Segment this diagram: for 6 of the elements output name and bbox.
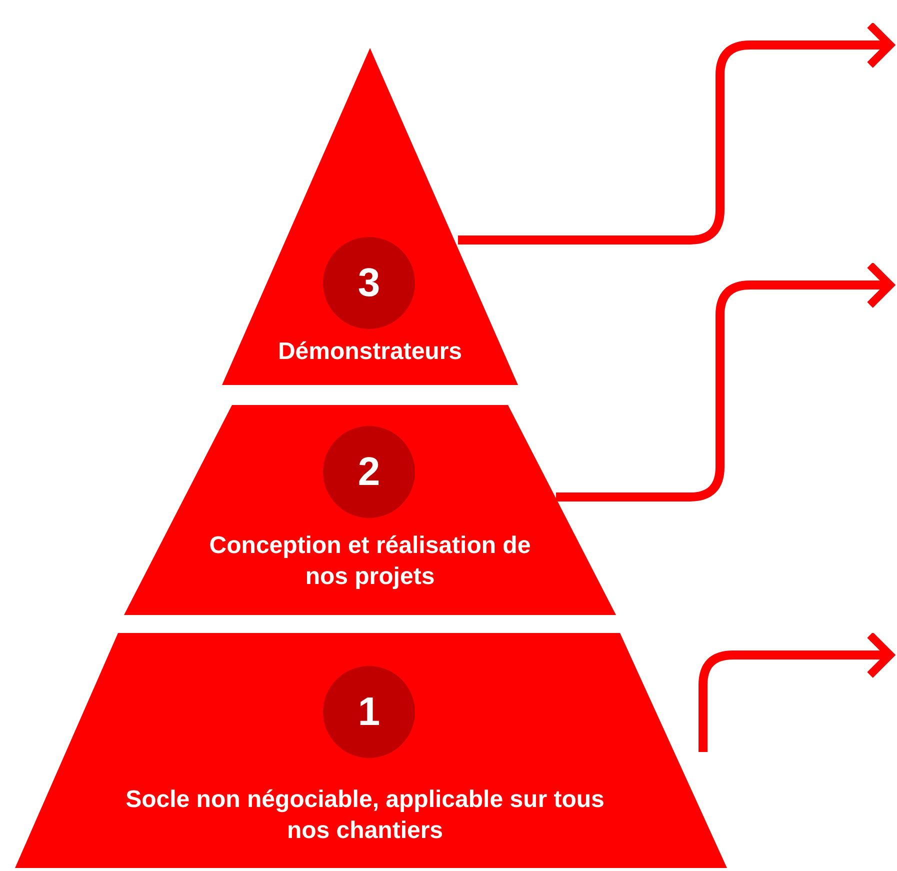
tier-label: Socle non négociable, applicable sur tous nos chantiers (125, 785, 605, 846)
arrow (698, 631, 894, 752)
tier-label: Conception et réalisation de nos projets (208, 531, 532, 592)
tier-label: Démonstrateurs (276, 337, 464, 367)
arrow (556, 261, 894, 502)
arrow (458, 21, 894, 244)
